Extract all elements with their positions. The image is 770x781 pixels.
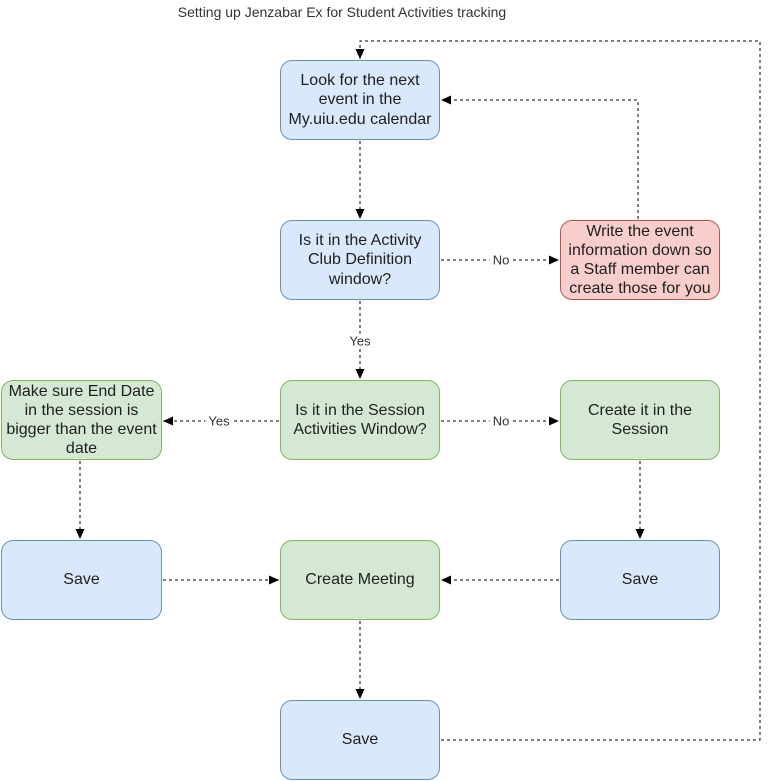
node-save-bottom[interactable]: Save bbox=[280, 700, 440, 780]
edge-write-loop-to-look bbox=[441, 95, 639, 219]
edge-label-no: No bbox=[489, 252, 513, 268]
node-label: Save bbox=[341, 731, 379, 749]
node-save-left[interactable]: Save bbox=[1, 540, 162, 620]
node-label: Save bbox=[63, 571, 100, 589]
node-write-event-info[interactable]: Write the event information down so a St… bbox=[560, 220, 720, 300]
node-label: Make sure End Date in the session is big… bbox=[6, 382, 157, 458]
node-label: Is it in the Session Activities Window? bbox=[293, 401, 427, 438]
node-label: Create Meeting bbox=[305, 571, 415, 589]
node-create-meeting[interactable]: Create Meeting bbox=[280, 540, 440, 620]
node-label: Look for the next event in the My.uiu.ed… bbox=[288, 72, 432, 128]
edge-label-no: No bbox=[489, 413, 513, 429]
edge-label-yes: Yes bbox=[205, 413, 233, 429]
node-activity-club-question[interactable]: Is it in the Activity Club Definition wi… bbox=[280, 220, 440, 300]
node-look-for-next-event[interactable]: Look for the next event in the My.uiu.ed… bbox=[280, 60, 440, 140]
node-label: Write the event information down so a St… bbox=[568, 222, 712, 298]
diagram-title: Setting up Jenzabar Ex for Student Activ… bbox=[177, 4, 507, 20]
node-create-in-session[interactable]: Create it in the Session bbox=[560, 380, 720, 460]
node-check-end-date[interactable]: Make sure End Date in the session is big… bbox=[1, 380, 162, 460]
node-session-activities-question[interactable]: Is it in the Session Activities Window? bbox=[280, 380, 440, 460]
node-label: Is it in the Activity Club Definition wi… bbox=[298, 232, 422, 288]
node-label: Save bbox=[621, 571, 659, 589]
node-save-right[interactable]: Save bbox=[560, 540, 720, 620]
edge-label-yes: Yes bbox=[346, 333, 374, 349]
node-label: Create it in the Session bbox=[587, 401, 693, 438]
